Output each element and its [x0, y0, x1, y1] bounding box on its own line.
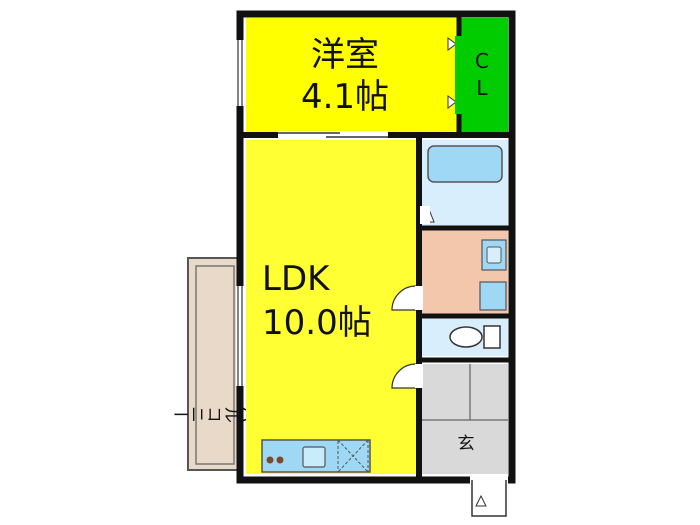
washroom — [422, 230, 508, 314]
balcony: バルコニー — [173, 257, 258, 471]
closet-door-marker-icon — [447, 95, 457, 109]
closet: C L — [447, 18, 508, 132]
western-room: 洋室 4.1帖 — [246, 18, 457, 132]
ldk-size: 10.0帖 — [262, 303, 372, 343]
bathroom — [422, 140, 508, 226]
front-door-swing-icon — [471, 480, 507, 517]
door-swing-icon — [391, 363, 417, 389]
closet-letter-c: C — [475, 49, 489, 73]
stove-icon — [266, 456, 284, 464]
washbasin-icon — [481, 239, 507, 271]
kitchen-sink-icon — [302, 446, 326, 468]
toilet-room — [422, 318, 508, 356]
western-room-size: 4.1帖 — [301, 77, 389, 117]
door-swing-icon — [475, 494, 487, 507]
kitchen-counter — [261, 439, 371, 473]
toilet-icon — [449, 325, 501, 349]
entrance-area: 玄 — [422, 364, 508, 474]
ldk-room: LDK 10.0帖 — [246, 140, 416, 474]
range-hood-icon — [337, 439, 369, 473]
western-room-name: 洋室 — [311, 35, 379, 75]
washing-machine-icon — [479, 281, 507, 311]
closet-letter-l: L — [476, 76, 488, 100]
ldk-name: LDK — [262, 259, 331, 299]
balcony-label: バルコニー — [173, 402, 258, 422]
entrance-label: 玄 — [458, 434, 475, 454]
bathtub-icon — [427, 145, 503, 183]
door-swing-icon — [391, 285, 417, 311]
closet-door-marker-icon — [447, 37, 457, 51]
